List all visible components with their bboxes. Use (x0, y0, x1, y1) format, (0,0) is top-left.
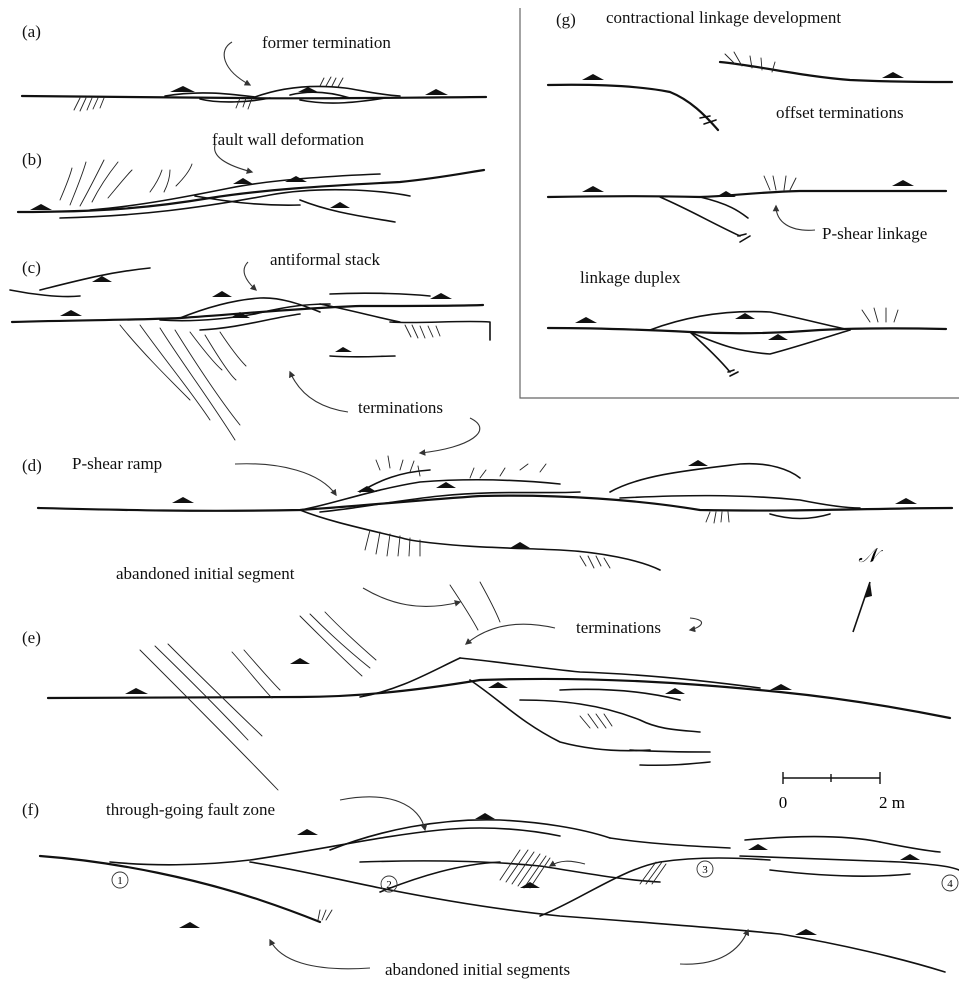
panel-d-segment-annotation: abandoned initial segment (116, 564, 294, 584)
circle-num-3: 3 (702, 864, 708, 876)
panel-a-letter: (a) (22, 22, 41, 42)
panel-d-ramp-annotation: P-shear ramp (72, 454, 162, 474)
panel-e-drawing (48, 612, 950, 790)
panel-a-annotation: former termination (262, 33, 391, 53)
circle-num-1: 1 (117, 875, 123, 887)
panel-a-drawing (22, 42, 486, 111)
panel-f-zone-annotation: through-going fault zone (106, 800, 275, 820)
scale-bar: 0 2 m (779, 772, 905, 812)
arrow-c-terminations (290, 372, 348, 412)
terminations-label: terminations (358, 398, 443, 418)
north-label: 𝒩 (858, 545, 883, 567)
panel-g-step3: linkage duplex (580, 268, 681, 288)
panel-g-step1: offset terminations (776, 103, 904, 123)
panel-d-letter: (d) (22, 456, 42, 476)
panel-b-drawing (18, 145, 484, 222)
scale-end: 2 m (879, 793, 905, 812)
panel-g-frame (520, 8, 959, 398)
panel-g-title: contractional linkage development (606, 8, 841, 28)
panel-g-linkage-duplex (548, 308, 946, 376)
circle-num-4: 4 (947, 878, 953, 890)
circle-num-2: 2 (386, 879, 392, 891)
north-arrow-icon: 𝒩 (853, 545, 883, 632)
panel-g-letter: (g) (556, 10, 576, 30)
scale-start: 0 (779, 793, 788, 812)
panel-e-letter: (e) (22, 628, 41, 648)
panel-b-annotation: fault wall deformation (212, 130, 364, 150)
panel-f-letter: (f) (22, 800, 39, 820)
panel-f-drawing (40, 797, 959, 972)
panel-e-annotation: terminations (576, 618, 661, 638)
panel-c-letter: (c) (22, 258, 41, 278)
panel-f-segments-annotation: abandoned initial segments (385, 960, 570, 980)
panel-d-drawing (38, 456, 952, 630)
panel-b-letter: (b) (22, 150, 42, 170)
panel-g-step2: P-shear linkage (822, 224, 927, 244)
arrow-d-terminations (420, 418, 480, 453)
panel-c-annotation: antiformal stack (270, 250, 380, 270)
